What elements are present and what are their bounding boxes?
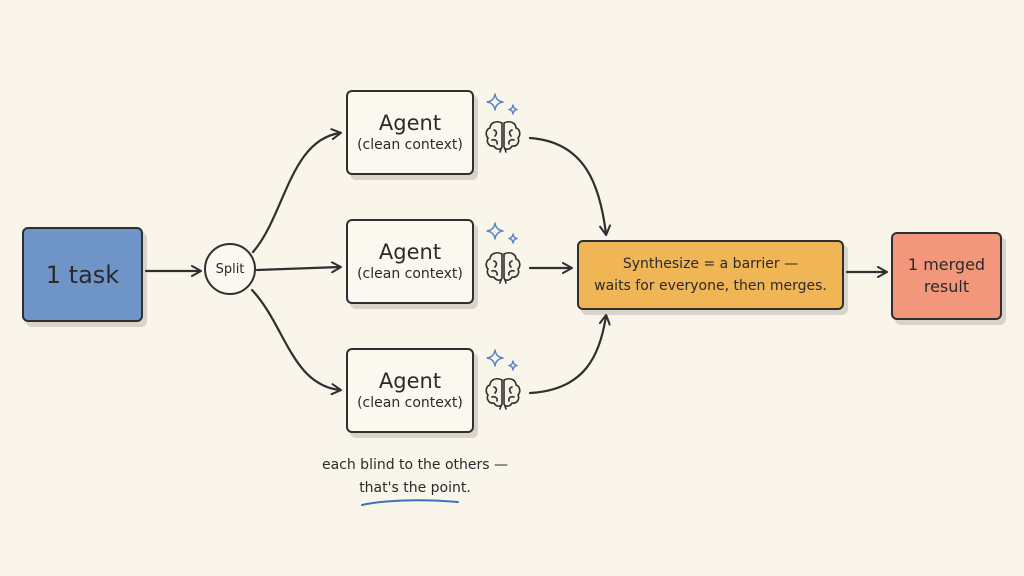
agent-subtitle: (clean context): [357, 137, 463, 153]
task-box: 1 task: [22, 227, 143, 322]
split-label: Split: [215, 261, 245, 277]
sparkle-icon: [486, 93, 518, 115]
brain-icon: [485, 252, 521, 284]
annotation-note: each blind to the others — that's the po…: [290, 454, 540, 500]
merged-line-1: 1 merged: [907, 255, 986, 274]
agent-subtitle: (clean context): [357, 266, 463, 282]
merged-line-2: result: [923, 277, 970, 296]
split-node: Split: [204, 243, 256, 295]
arrow-split-to-agent-1: [251, 128, 342, 254]
brain-icon: [485, 378, 521, 410]
agent-box-3: Agent (clean context): [346, 348, 474, 433]
sparkle-icon: [486, 222, 518, 244]
merged-result-box: 1 merged result: [891, 232, 1002, 320]
agent-title: Agent: [378, 240, 442, 264]
agent-box-2: Agent (clean context): [346, 219, 474, 304]
agent-title: Agent: [378, 369, 442, 393]
arrow-agent-1-to-synthesize: [528, 136, 611, 236]
agent-subtitle: (clean context): [357, 395, 463, 411]
task-label: 1 task: [45, 260, 120, 289]
sparkle-icon: [486, 349, 518, 371]
annotation-line-2: that's the point.: [359, 480, 471, 496]
agent-box-1: Agent (clean context): [346, 90, 474, 175]
synthesize-line-2: waits for everyone, then merges.: [594, 278, 827, 294]
arrow-agent-3-to-synthesize: [528, 314, 611, 395]
annotation-line-1: each blind to the others —: [321, 457, 509, 473]
brain-icon: [485, 121, 521, 153]
arrow-split-to-agent-2: [255, 261, 342, 274]
synthesize-line-1: Synthesize = a barrier —: [622, 256, 799, 272]
agent-title: Agent: [378, 111, 442, 135]
annotation-underline: [361, 499, 459, 506]
arrow-split-to-agent-3: [250, 288, 342, 396]
synthesize-box: Synthesize = a barrier — waits for every…: [577, 240, 844, 310]
